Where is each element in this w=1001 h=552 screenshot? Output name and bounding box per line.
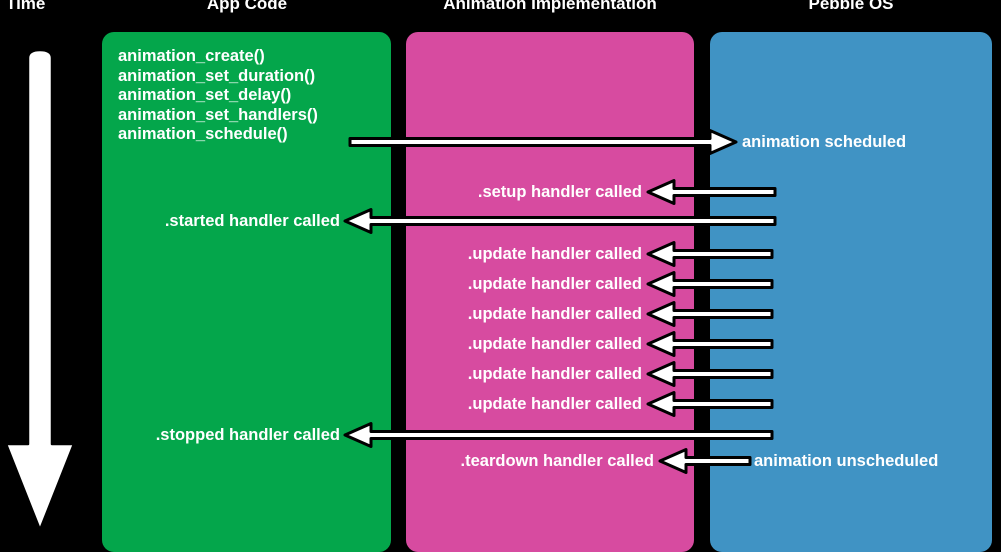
anim-impl-event-update-handler-4: .update handler called (467, 335, 642, 353)
anim-impl-event-teardown-handler: .teardown handler called (460, 452, 654, 470)
lane-animation-implementation (406, 32, 694, 552)
pebble-os-event-animation-scheduled: animation scheduled (742, 133, 907, 151)
column-header-time: Time (6, 0, 46, 13)
lane-pebble-os (710, 32, 992, 552)
anim-impl-event-update-handler-5: .update handler called (467, 365, 642, 383)
lane-app-code (102, 32, 391, 552)
pebble-os-event-animation-unscheduled: animation unscheduled (754, 452, 939, 470)
anim-impl-event-update-handler-6: .update handler called (467, 395, 642, 413)
anim-impl-event-update-handler-1: .update handler called (467, 245, 642, 263)
column-header-pebble-os: Pebble OS (808, 0, 894, 13)
app-code-event-stopped-handler: .stopped handler called (155, 426, 340, 444)
anim-impl-event-update-handler-3: .update handler called (467, 305, 642, 323)
anim-impl-event-setup-handler: .setup handler called (477, 183, 642, 201)
app-code-event-started-handler: .started handler called (164, 212, 340, 230)
anim-impl-event-update-handler-2: .update handler called (467, 275, 642, 293)
time-axis-arrow-icon (4, 48, 76, 532)
column-header-animation-implementation: Animation Implementation (443, 0, 657, 13)
column-header-app-code: App Code (206, 0, 288, 13)
app-code-call-list: animation_create() animation_set_duratio… (118, 47, 318, 144)
